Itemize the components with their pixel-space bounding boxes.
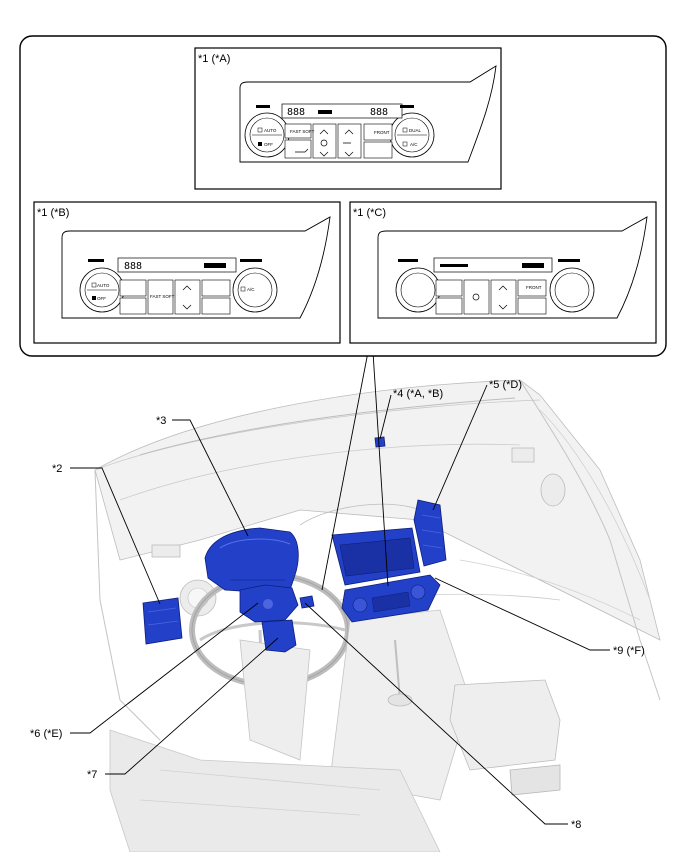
- panel-b-off: OFF: [97, 296, 106, 301]
- panel-a-display-right: 888: [370, 107, 388, 118]
- airflow-icon: [295, 142, 351, 153]
- component-3: [204, 527, 299, 593]
- callout-5: *5 (*D): [489, 379, 522, 391]
- panel-a-off: OFF: [264, 142, 273, 147]
- panel-a-auto: AUTO: [264, 128, 277, 133]
- panel-b: [33, 201, 341, 344]
- callout-3: *3: [156, 415, 166, 427]
- panel-a-fast-soft: FAST SOFT: [290, 129, 315, 134]
- fan-icon: [320, 139, 328, 147]
- panel-c-label: *1 (*C): [353, 207, 386, 219]
- fan-icon: [472, 293, 480, 301]
- component-2: [142, 597, 183, 645]
- panel-a-display-left: 888: [287, 107, 305, 118]
- component-4: [374, 436, 386, 448]
- callout-2: *2: [52, 463, 62, 475]
- component-5: [413, 499, 447, 567]
- panel-b-auto: AUTO: [97, 283, 110, 288]
- panel-a-ac: A/C: [410, 142, 418, 147]
- callout-4: *4 (*A, *B): [393, 388, 443, 400]
- callout-7: *7: [87, 769, 97, 781]
- panel-a-dual: DUAL: [409, 128, 422, 133]
- panel-a-front: FRONT: [374, 130, 390, 135]
- panel-b-fast-soft: FAST SOFT: [150, 294, 175, 299]
- leader-lines: [70, 351, 610, 825]
- panel-a-label: *1 (*A): [198, 53, 230, 65]
- callout-9: *9 (*F): [613, 645, 645, 657]
- vehicle-interior: [94, 379, 661, 852]
- panel-a: [194, 47, 502, 190]
- callout-6: *6 (*E): [30, 728, 62, 740]
- panel-c-front: FRONT: [526, 285, 542, 290]
- component-8: [299, 595, 315, 609]
- component-7: [261, 619, 297, 653]
- panel-b-ac: A/C: [247, 287, 255, 292]
- panel-b-label: *1 (*B): [37, 207, 69, 219]
- panel-c: [349, 201, 657, 344]
- text-labels: *1 (*A) *1 (*B) *1 (*C) 888 888 AUTO OFF…: [30, 53, 645, 831]
- highlighted-components: [142, 436, 447, 653]
- panel-b-display: 888: [124, 261, 142, 272]
- callout-8: *8: [571, 819, 581, 831]
